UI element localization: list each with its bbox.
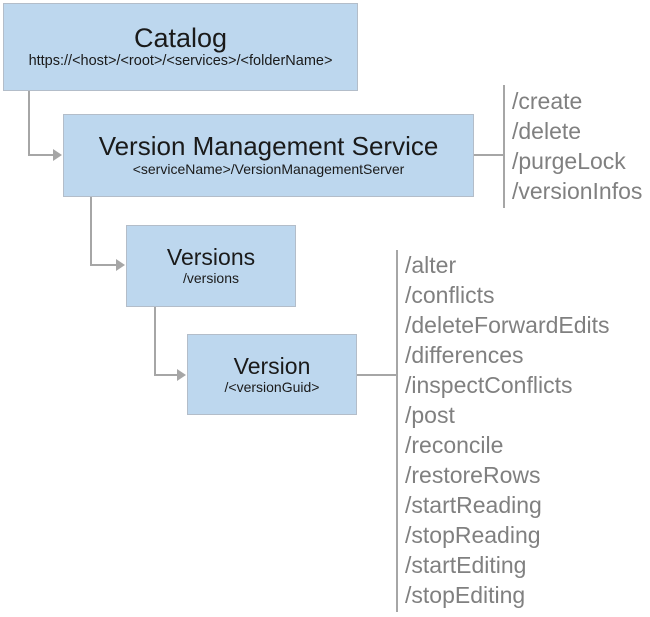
operations-list-version-management-service: /create/delete/purgeLock/versionInfos [512, 86, 642, 206]
operation-item[interactable]: /delete [512, 118, 582, 144]
operation-item[interactable]: /reconcile [405, 432, 504, 458]
node-catalog[interactable]: Catalog https://<host>/<root>/<services>… [3, 3, 358, 91]
operation-item[interactable]: /restoreRows [405, 462, 541, 488]
connector-version-to-operations [357, 374, 397, 376]
arrowhead-vms-to-versions [116, 259, 125, 271]
node-version[interactable]: Version /<versionGuid> [187, 334, 357, 415]
connector-catalog-to-vms-horizontal [28, 154, 55, 156]
operation-item[interactable]: /inspectConflicts [405, 372, 573, 398]
operation-item[interactable]: /startEditing [405, 552, 527, 578]
node-version-management-service-subtitle: <serviceName>/VersionManagementServer [132, 161, 405, 178]
operation-item[interactable]: /purgeLock [512, 148, 626, 174]
connector-vms-to-versions-horizontal [90, 264, 118, 266]
connector-versions-to-version-vertical [154, 306, 156, 376]
operation-item[interactable]: /create [512, 88, 583, 114]
arrowhead-catalog-to-vms [53, 149, 62, 161]
node-version-management-service-title: Version Management Service [98, 131, 439, 162]
operation-item[interactable]: /conflicts [405, 282, 495, 308]
node-catalog-subtitle: https://<host>/<root>/<services>/<folder… [28, 53, 333, 70]
connector-vms-to-versions-vertical [90, 196, 92, 266]
operation-item[interactable]: /deleteForwardEdits [405, 312, 610, 338]
arrowhead-versions-to-version [177, 369, 186, 381]
connector-vms-to-operations [474, 154, 504, 156]
node-versions-subtitle: /versions [182, 270, 240, 287]
operation-item[interactable]: /stopReading [405, 522, 541, 548]
node-version-title: Version [233, 352, 311, 379]
operations-bracket-vms [503, 85, 505, 208]
node-versions[interactable]: Versions /versions [126, 225, 296, 307]
operation-item[interactable]: /alter [405, 252, 457, 278]
node-version-management-service[interactable]: Version Management Service <serviceName>… [63, 114, 474, 197]
operations-list-version: /alter/conflicts/deleteForwardEdits/diff… [405, 250, 610, 610]
node-version-subtitle: /<versionGuid> [224, 378, 320, 395]
operation-item[interactable]: /startReading [405, 492, 542, 518]
connector-catalog-to-vms-vertical [28, 90, 30, 156]
operation-item[interactable]: /post [405, 402, 455, 428]
node-versions-title: Versions [166, 244, 256, 271]
connector-versions-to-version-horizontal [154, 374, 179, 376]
operation-item[interactable]: /stopEditing [405, 582, 526, 608]
operations-bracket-version [396, 250, 398, 612]
node-catalog-title: Catalog [133, 22, 228, 53]
operation-item[interactable]: /differences [405, 342, 524, 368]
operation-item[interactable]: /versionInfos [512, 178, 643, 204]
